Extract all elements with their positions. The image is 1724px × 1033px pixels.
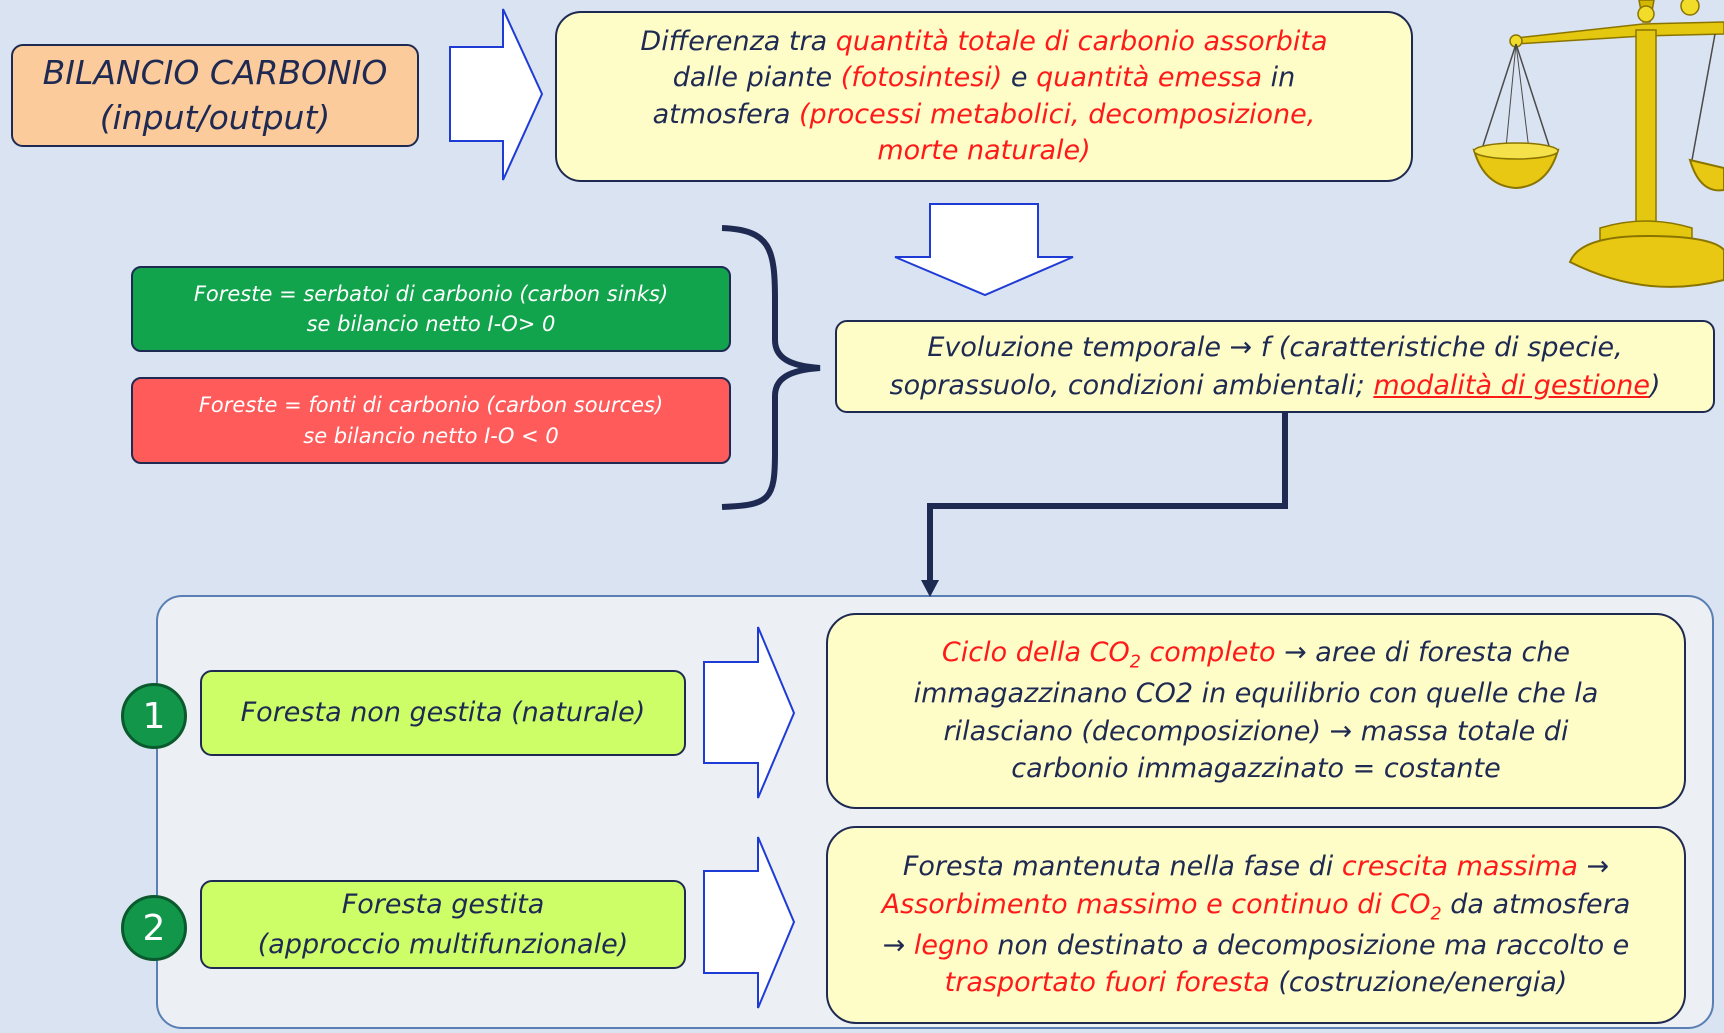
connector-arrowhead-icon	[921, 580, 939, 597]
option-sublabel: (approccio multifunzionale)	[257, 928, 629, 960]
block-arrow-right-icon	[449, 8, 544, 181]
result2-text: →	[882, 929, 914, 961]
definition-highlight-2: (fotosintesi)	[840, 62, 1003, 94]
curly-brace-icon	[721, 225, 821, 510]
block-arrow-right-icon	[703, 836, 796, 1009]
carbon-source-box: Foreste = fonti di carbonio (carbon sour…	[131, 377, 731, 464]
option-number-badge: 2	[121, 895, 187, 961]
result2-highlight: Assorbimento massimo e continuo di CO	[881, 888, 1431, 920]
evolution-line-2: soprassuolo, condizioni ambientali; moda…	[890, 367, 1661, 405]
title-line-1: BILANCIO CARBONIO	[42, 52, 388, 92]
source-line-2: se bilancio netto I-O < 0	[303, 423, 559, 448]
result2-subscript: 2	[1430, 904, 1442, 925]
definition-text: Differenza tra quantità totale di carbon…	[640, 24, 1327, 170]
result1-highlight: completo	[1140, 636, 1276, 668]
result2-text: non destinato a decomposizione ma raccol…	[988, 929, 1630, 961]
carbon-sink-box: Foreste = serbatoi di carbonio (carbon s…	[131, 266, 731, 352]
result-unmanaged-box: Ciclo della CO2 completo → aree di fores…	[826, 613, 1686, 809]
result2-highlight: legno	[913, 929, 989, 961]
sink-line-2: se bilancio netto I-O> 0	[306, 312, 556, 336]
evolution-line-1: Evoluzione temporale → f (caratteristich…	[927, 331, 1623, 363]
result1-subscript: 2	[1129, 652, 1141, 673]
definition-text-1: Differenza tra	[640, 25, 836, 57]
scales-icon	[1472, 0, 1724, 288]
title-box: BILANCIO CARBONIO (input/output)	[11, 44, 419, 147]
option-number-badge: 1	[121, 683, 187, 749]
option-label: Foresta gestita	[341, 889, 545, 921]
block-arrow-down-icon	[894, 203, 1074, 297]
connector-arrow-icon	[927, 413, 1288, 583]
result2-highlight: crescita massima	[1341, 850, 1578, 882]
definition-text-2: dalle piante	[672, 62, 841, 94]
definition-text-5: atmosfera	[652, 98, 800, 130]
evolution-close: )	[1649, 369, 1661, 401]
result2-text: Foresta mantenuta nella fase di	[902, 850, 1342, 882]
result-managed-box: Foresta mantenuta nella fase di crescita…	[826, 826, 1686, 1024]
definition-highlight-4: (processi metabolici, decomposizione,	[799, 98, 1316, 130]
definition-highlight-1: quantità totale di carbonio assorbita	[835, 25, 1328, 57]
source-line-1: Foreste = fonti di carbonio (carbon sour…	[198, 393, 664, 418]
result2-highlight: trasportato fuori foresta	[944, 967, 1270, 999]
definition-text-3: e	[1002, 62, 1037, 94]
result1-line-2: immagazzinano CO2 in equilibrio con quel…	[913, 677, 1599, 709]
sink-line-1: Foreste = serbatoi di carbonio (carbon s…	[193, 281, 669, 306]
result2-line-2: Assorbimento massimo e continuo di CO2 d…	[882, 886, 1631, 927]
result2-text: da atmosfera	[1441, 888, 1631, 920]
title-line-2: (input/output)	[99, 97, 331, 137]
evolution-highlight: modalità di gestione	[1373, 369, 1650, 401]
result1-line-3: rilasciano (decomposizione) → massa tota…	[943, 715, 1569, 747]
result1-highlight: Ciclo della CO	[941, 636, 1130, 668]
result1-text: → aree di foresta che	[1275, 636, 1571, 668]
definition-box: Differenza tra quantità totale di carbon…	[555, 11, 1413, 182]
result2-line-1: Foresta mantenuta nella fase di crescita…	[882, 848, 1631, 886]
block-arrow-right-icon	[703, 626, 796, 799]
evolution-text: soprassuolo, condizioni ambientali;	[889, 369, 1374, 401]
result1-line-1: Ciclo della CO2 completo → aree di fores…	[914, 634, 1599, 675]
option-unmanaged-forest-box: Foresta non gestita (naturale)	[200, 670, 686, 756]
result2-line-3: → legno non destinato a decomposizione m…	[882, 927, 1631, 965]
temporal-evolution-box: Evoluzione temporale → f (caratteristich…	[835, 320, 1715, 413]
result2-line-4: trasportato fuori foresta (costruzione/e…	[882, 964, 1631, 1002]
option-label: Foresta non gestita (naturale)	[240, 697, 646, 729]
result1-line-4: carbonio immagazzinato = costante	[1011, 753, 1501, 785]
definition-highlight-5: morte naturale)	[877, 134, 1091, 166]
definition-highlight-3: quantità emessa	[1036, 62, 1263, 94]
result2-text: →	[1577, 850, 1610, 882]
option-managed-forest-box: Foresta gestita (approccio multifunziona…	[200, 880, 686, 969]
result2-text: (costruzione/energia)	[1269, 967, 1568, 999]
definition-text-4: in	[1262, 62, 1296, 94]
